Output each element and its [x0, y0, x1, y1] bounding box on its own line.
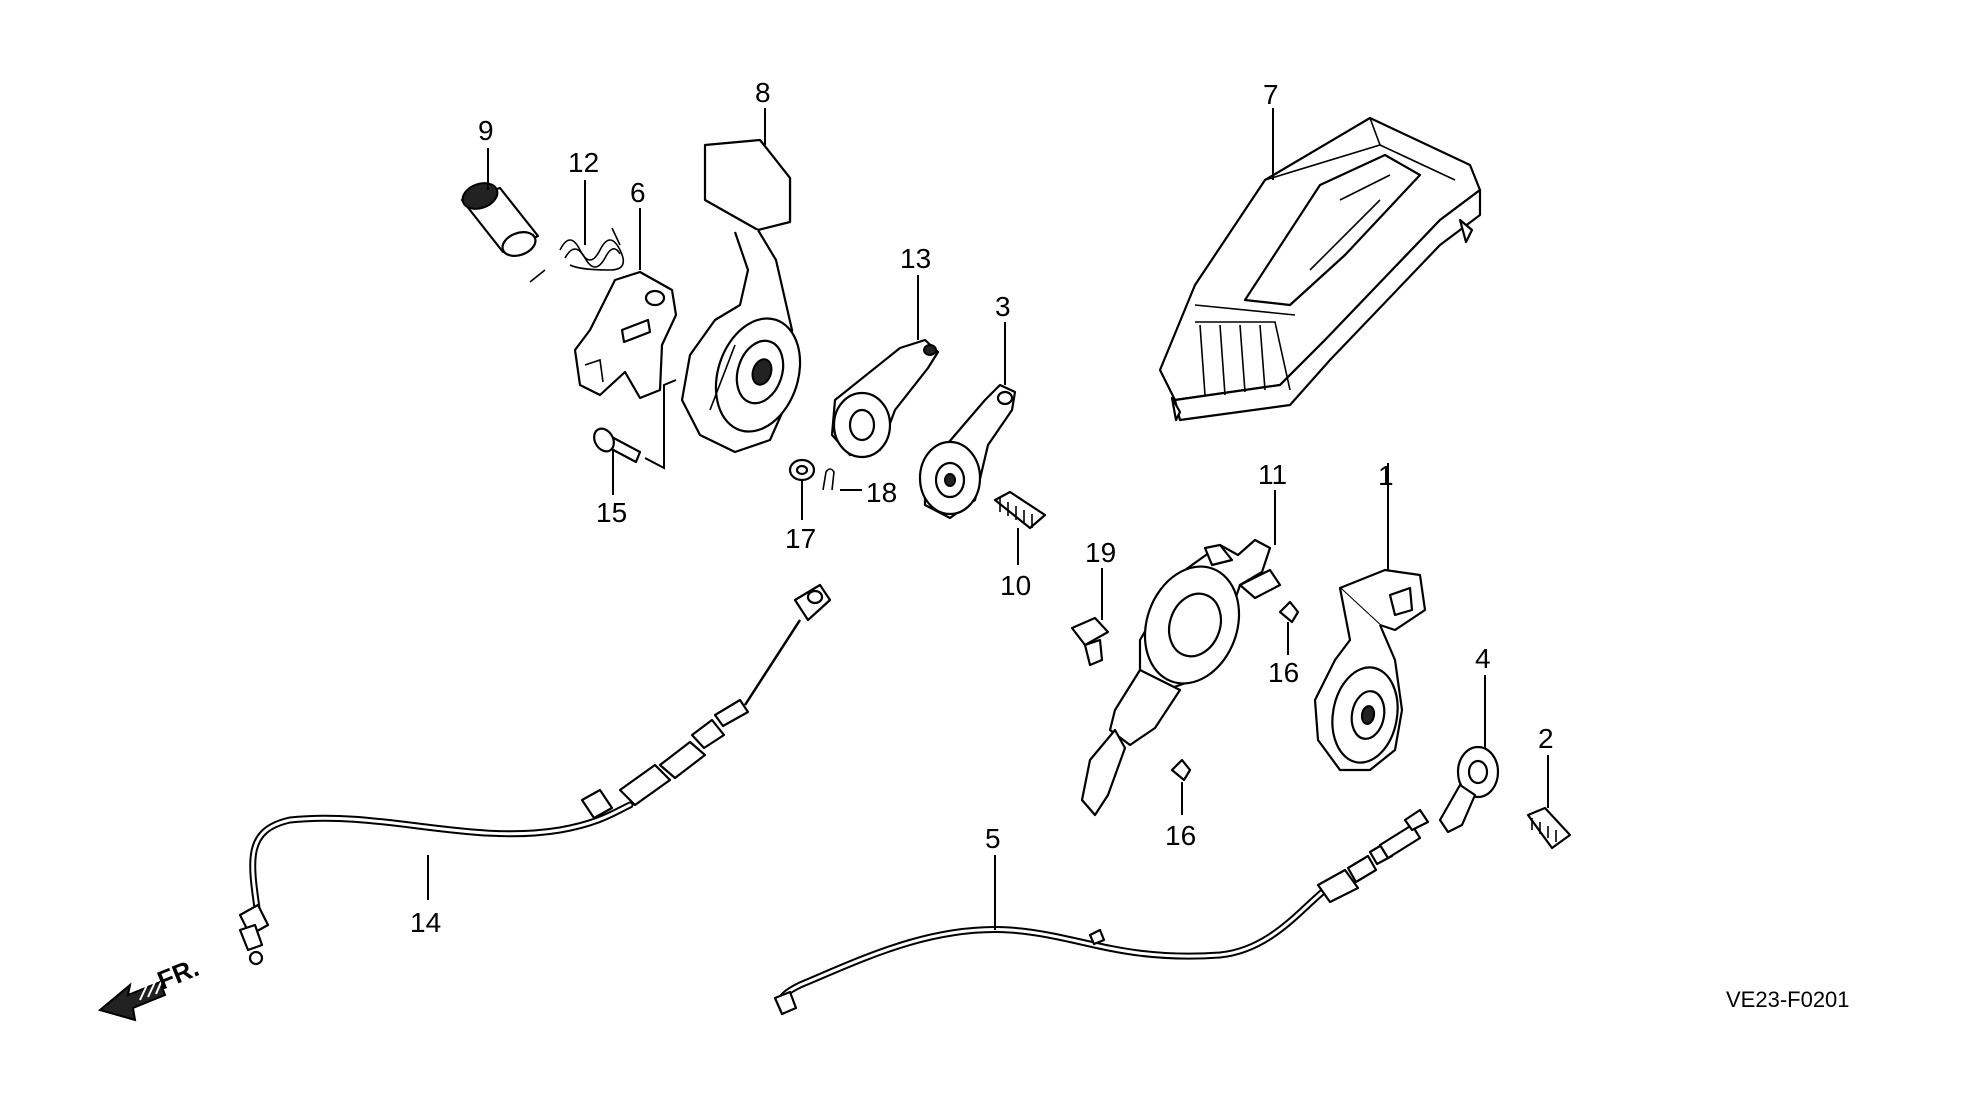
part-16-clip-upper	[1278, 600, 1300, 624]
part-5-cable	[773, 808, 1430, 1016]
callout-12: 12	[568, 147, 599, 178]
diagram-code: VE23-F0201	[1726, 987, 1850, 1012]
part-13-plate	[830, 338, 940, 459]
part-1-lever	[1313, 568, 1427, 772]
front-direction-indicator: FR.	[97, 952, 203, 1022]
part-19-bolt	[1070, 616, 1110, 667]
part-2-spring	[1526, 806, 1572, 850]
callout-10: 10	[1000, 570, 1031, 601]
callout-5: 5	[985, 823, 1001, 854]
front-arrow-icon	[97, 980, 167, 1022]
callout-8: 8	[755, 77, 771, 108]
callout-18: 18	[866, 477, 897, 508]
callout-19: 19	[1085, 537, 1116, 568]
callout-9: 9	[478, 115, 494, 146]
part-11-bracket	[1080, 538, 1282, 817]
part-10-spring	[993, 490, 1047, 530]
part-9-collar	[460, 182, 540, 257]
leader-lines	[427, 108, 1549, 930]
callout-1: 1	[1378, 460, 1394, 491]
part-7-cover	[1158, 116, 1482, 422]
part-14-cable	[238, 583, 832, 966]
callout-2: 2	[1538, 723, 1554, 754]
part-17-washer	[788, 458, 816, 482]
callout-15: 15	[596, 497, 627, 528]
callout-14: 14	[410, 907, 441, 938]
part-8-lever	[680, 138, 802, 454]
callout-labels: 9 12 6 8 7 13 3 15 17 18 10 19 11 1 16 1…	[410, 77, 1554, 938]
part-4-plate	[1438, 745, 1500, 834]
callout-16-upper: 16	[1268, 657, 1299, 688]
callout-13: 13	[900, 243, 931, 274]
callout-6: 6	[630, 177, 646, 208]
part-16-clip-lower	[1170, 758, 1192, 782]
part-3-plate	[918, 383, 1017, 520]
callout-4: 4	[1475, 643, 1491, 674]
callout-16-lower: 16	[1165, 820, 1196, 851]
callout-17: 17	[785, 523, 816, 554]
part-12-spring	[529, 227, 625, 283]
part-15-pin	[593, 379, 677, 470]
callout-3: 3	[995, 291, 1011, 322]
part-6-bracket	[573, 270, 678, 400]
part-18-clip	[822, 468, 862, 491]
callout-11: 11	[1258, 459, 1287, 490]
callout-7: 7	[1263, 79, 1279, 110]
